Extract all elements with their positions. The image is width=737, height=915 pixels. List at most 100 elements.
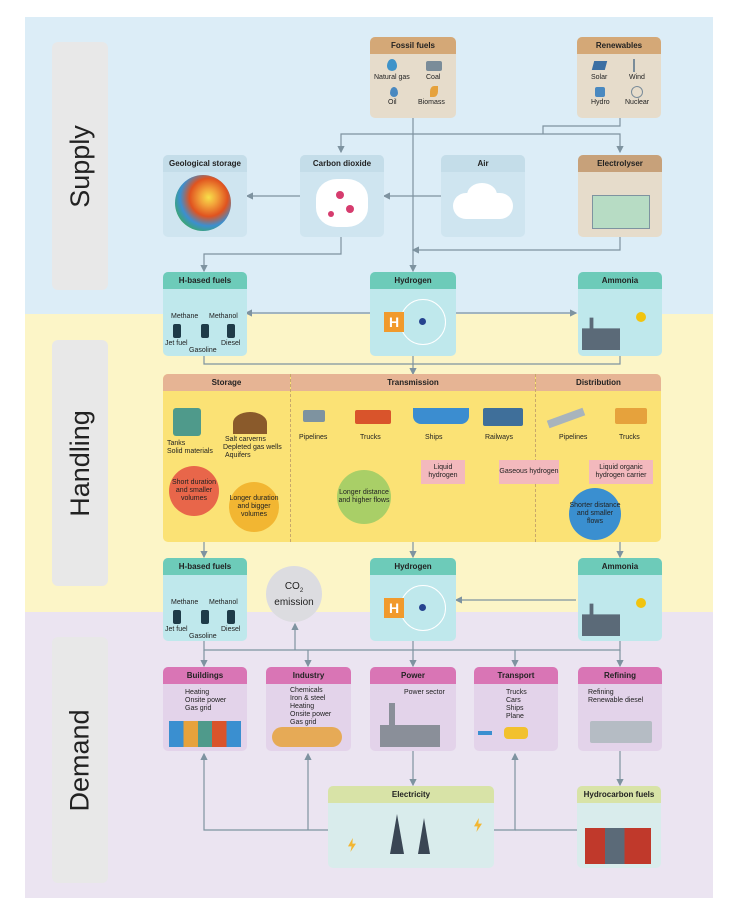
power-plant-icon (380, 703, 440, 747)
transmission-item: Pipelines (299, 434, 328, 441)
hydrogen-title: Hydrogen (370, 558, 456, 575)
ship-icon (413, 408, 469, 424)
ammonia-box-lower: Ammonia (578, 558, 662, 641)
industry-item: Gas grid (290, 719, 317, 726)
electricity-box: Electricity (328, 786, 494, 868)
handling-panel: Storage Transmission Distribution Tanks … (163, 374, 661, 542)
renewables-item: Hydro (591, 99, 610, 106)
co2-molecule-icon (328, 211, 334, 217)
industry-item: Heating (290, 703, 315, 710)
fuel-tank-icon (227, 610, 235, 624)
ammonia-molecule-icon (636, 312, 646, 322)
geological-storage-box: Geological storage (163, 155, 247, 237)
liquid-hydrogen-tag: Liquid hydrogen (421, 460, 465, 484)
h-based-fuels-box: H-based fuels Methane Methanol Jet fuel … (163, 272, 247, 356)
railway-icon (483, 408, 523, 426)
short-duration-circle: Short duration and smaller volumes (169, 466, 219, 516)
long-duration-circle: Longer duration and bigger volumes (229, 482, 279, 532)
transmission-item: Ships (425, 434, 443, 441)
fuel-item: Gasoline (189, 347, 217, 354)
plane-icon (478, 731, 492, 735)
solar-icon (591, 61, 608, 70)
fuel-item: Gasoline (189, 633, 217, 640)
lohc-tag: Liquid organic hydrogen carrier (589, 460, 653, 484)
storage-title: Storage (211, 378, 242, 387)
renewables-item: Solar (591, 74, 608, 81)
fossil-fuels-box: Fossil fuels Natural gas Coal Oil Biomas… (370, 37, 456, 118)
fuel-tank-icon (201, 324, 209, 338)
hydrogen-symbol: H (384, 598, 404, 618)
buildings-item: Gas grid (185, 705, 212, 712)
power-item: Power sector (404, 689, 445, 696)
renewables-title: Renewables (577, 37, 661, 54)
fuel-item: Methanol (209, 599, 238, 606)
ammonia-title: Ammonia (578, 558, 662, 575)
buildings-title: Buildings (163, 667, 247, 684)
natural-gas-icon (387, 59, 397, 71)
fuel-item: Methane (171, 313, 199, 320)
power-tower-icon (390, 814, 404, 854)
oil-icon (390, 87, 398, 97)
industry-box: Industry Chemicals Iron & steel Heating … (266, 667, 351, 751)
fuel-tank-icon (227, 324, 235, 338)
storage-item: Solid materials (167, 448, 213, 455)
fossil-item: Natural gas (374, 74, 410, 81)
factory-icon (582, 603, 620, 636)
buildings-icon (169, 721, 241, 747)
fuel-tank-icon (201, 610, 209, 624)
fuel-item: Jet fuel (165, 340, 188, 347)
demand-label: Demand (52, 637, 108, 883)
distribution-title: Distribution (576, 378, 621, 387)
buildings-box: Buildings Heating Onsite power Gas grid (163, 667, 247, 751)
hydrocarbon-fuels-box: Hydrocarbon fuels (577, 786, 661, 868)
fuel-tank-icon (173, 324, 181, 338)
gaseous-hydrogen-tag: Gaseous hydrogen (499, 460, 559, 484)
transport-item: Cars (506, 697, 521, 704)
co2-molecule-icon (346, 205, 354, 213)
fossil-fuels-title: Fossil fuels (370, 37, 456, 54)
transmission-item: Trucks (360, 434, 381, 441)
electricity-title: Electricity (328, 786, 494, 803)
coal-icon (426, 61, 442, 71)
hydro-icon (595, 87, 605, 97)
hydrogen-title: Hydrogen (370, 272, 456, 289)
factory-icon (582, 317, 620, 350)
industry-item: Iron & steel (290, 695, 326, 702)
tank-icon (173, 408, 201, 436)
power-title: Power (370, 667, 456, 684)
h-based-fuels-title: H-based fuels (163, 272, 247, 289)
distribution-header (536, 374, 661, 391)
refining-title: Refining (578, 667, 662, 684)
co2-cloud-icon (316, 179, 368, 227)
fuel-item: Diesel (221, 340, 241, 347)
electrolyser-box: Electrolyser (578, 155, 662, 237)
transport-item: Trucks (506, 689, 527, 696)
geological-storage-title: Geological storage (163, 155, 247, 172)
transport-box: Transport Trucks Cars Ships Plane (474, 667, 558, 751)
power-box: Power Power sector (370, 667, 456, 751)
truck-icon (355, 410, 391, 424)
h-based-fuels-box-lower: H-based fuels Methane Methanol Jet fuel … (163, 558, 247, 641)
industry-item: Onsite power (290, 711, 332, 718)
earth-icon (175, 175, 231, 231)
divider (535, 374, 536, 542)
transmission-item: Railways (485, 434, 514, 441)
hydrogen-symbol: H (384, 312, 404, 332)
refining-item: Renewable diesel (588, 697, 644, 704)
carbon-dioxide-box: Carbon dioxide (300, 155, 384, 237)
renewables-item: Wind (629, 74, 645, 81)
hydrogen-box: Hydrogen H (370, 272, 456, 356)
refining-item: Refining (588, 689, 614, 696)
fossil-item: Biomass (418, 99, 445, 106)
pipeline-icon (546, 407, 586, 429)
industry-title: Industry (266, 667, 351, 684)
refinery-icon (590, 721, 652, 743)
transmission-title: Transmission (387, 378, 439, 387)
ammonia-title: Ammonia (578, 272, 662, 289)
electrolyser-icon (592, 195, 650, 229)
fossil-item: Oil (388, 99, 397, 106)
refining-box: Refining Refining Renewable diesel (578, 667, 662, 751)
industry-icon (272, 727, 342, 747)
storage-item: Tanks (167, 440, 186, 447)
